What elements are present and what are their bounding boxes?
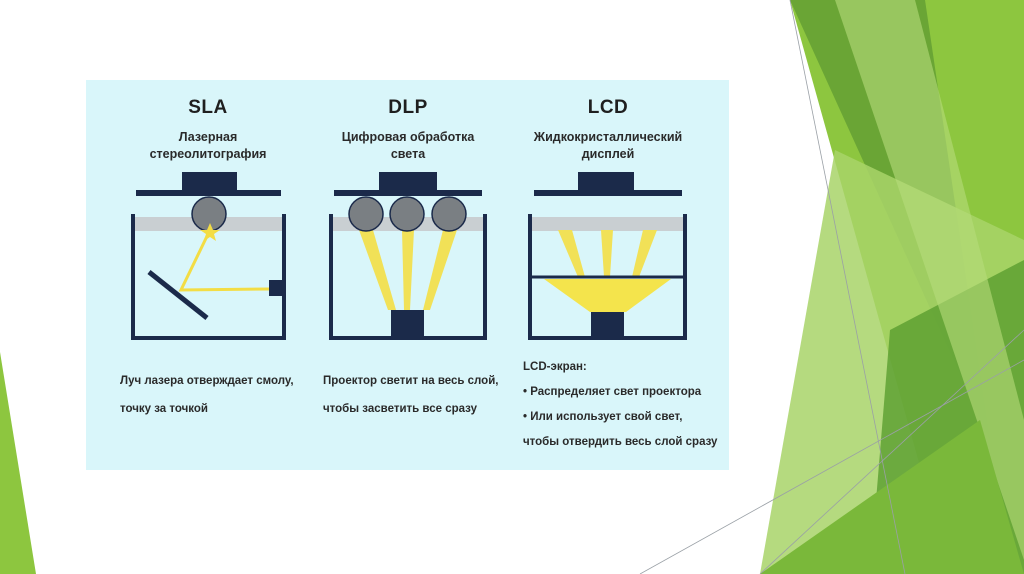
decorative-lines bbox=[639, 0, 1024, 574]
sla-title: SLA bbox=[188, 97, 228, 118]
lcd-subtitle: Жидкокристаллический дисплей bbox=[508, 129, 708, 163]
sla-subtitle: Лазерная стереолитография bbox=[108, 129, 308, 163]
sla-laser-source bbox=[269, 280, 282, 296]
lcd-title: LCD bbox=[587, 97, 629, 118]
dlp-subtitle: Цифровая обработка света bbox=[308, 129, 508, 163]
dlp-build-plate bbox=[334, 190, 482, 196]
sla-build-plate bbox=[136, 190, 281, 196]
sla-laser-spot-icon bbox=[200, 223, 220, 241]
sla-diagram bbox=[131, 172, 286, 340]
sla-description-line-1: Луч лазера отверждает смолу, bbox=[120, 375, 294, 387]
lcd-diagram bbox=[528, 172, 687, 340]
lcd-description-line-1: LCD-экран: bbox=[523, 361, 587, 373]
dlp-description: Проектор светит на весь слой, чтобы засв… bbox=[323, 367, 498, 423]
dlp-subtitle-line-1: Цифровая обработка bbox=[341, 130, 475, 144]
dlp-object-1 bbox=[348, 196, 384, 232]
dlp-description-line-1: Проектор светит на весь слой, bbox=[323, 375, 499, 387]
sla-mirror bbox=[147, 270, 209, 320]
sla-subtitle-line-1: Лазерная bbox=[178, 130, 238, 144]
lcd-subtitle-line-1: Жидкокристаллический bbox=[533, 130, 683, 144]
sla-subtitle-line-2: стереолитография bbox=[149, 147, 267, 161]
lcd-build-plate bbox=[534, 190, 682, 196]
printer-diagrams bbox=[131, 172, 687, 340]
sla-laser-beam bbox=[178, 229, 270, 292]
lcd-light-spread bbox=[544, 279, 671, 312]
diagram-panel: SLA Лазерная стереолитография Луч лазера… bbox=[86, 80, 729, 470]
dlp-object-3 bbox=[431, 196, 467, 232]
lcd-description-line-3: • Или использует свой свет, bbox=[523, 411, 683, 423]
sla-vat bbox=[131, 214, 286, 340]
dlp-projector bbox=[391, 310, 424, 338]
lcd-light-source bbox=[591, 312, 624, 338]
lcd-description: LCD-экран: • Распределяет свет проектора… bbox=[523, 355, 717, 455]
sla-description: Луч лазера отверждает смолу, точку за то… bbox=[120, 367, 294, 423]
lcd-resin-layer bbox=[532, 217, 683, 231]
dlp-title: DLP bbox=[388, 97, 428, 118]
dlp-subtitle-line-2: света bbox=[390, 147, 426, 161]
dlp-diagram bbox=[329, 172, 487, 340]
lcd-light-beams bbox=[558, 230, 657, 277]
sla-description-line-2: точку за точкой bbox=[120, 403, 208, 415]
lcd-description-line-2: • Распределяет свет проектора bbox=[523, 386, 702, 398]
dlp-object-2 bbox=[389, 196, 425, 232]
dlp-description-line-2: чтобы засветить все сразу bbox=[323, 403, 477, 415]
lcd-subtitle-line-2: дисплей bbox=[581, 147, 635, 161]
dlp-light-beams bbox=[359, 230, 457, 310]
lcd-description-line-4: чтобы отвердить весь слой сразу bbox=[523, 436, 718, 448]
